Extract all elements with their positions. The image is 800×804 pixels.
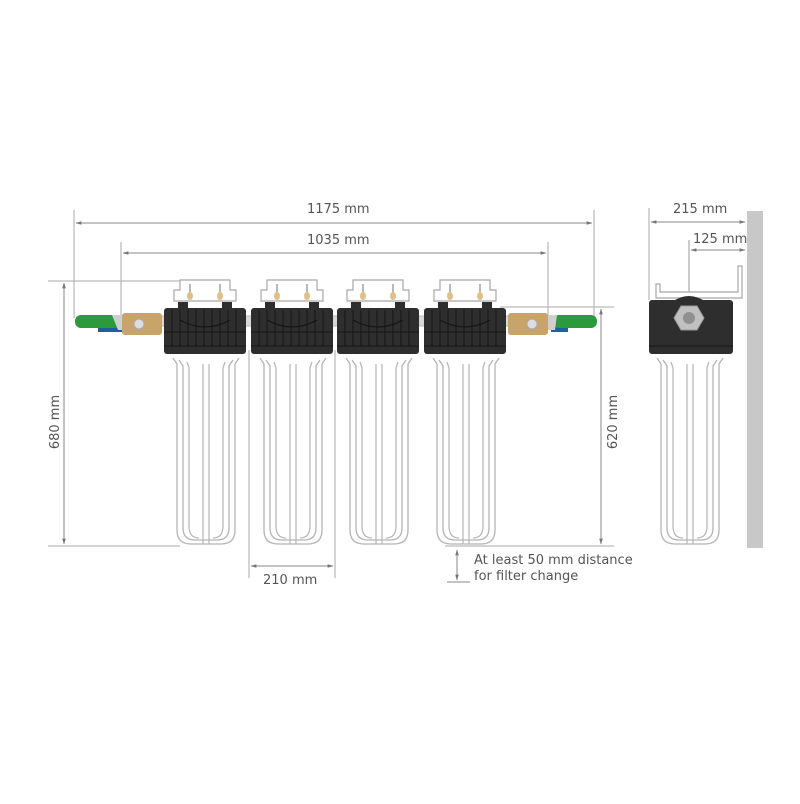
note-clearance-line2: for filter change: [474, 569, 579, 584]
filter-housing-3: [336, 279, 420, 545]
dim-overall-height: [48, 280, 180, 547]
dim-clearance: [447, 549, 470, 583]
label-housing-height: 620 mm: [606, 394, 621, 450]
filter-housing-2: [250, 279, 334, 545]
label-overall-width: 1175 mm: [307, 202, 370, 217]
side-view: [648, 208, 763, 548]
dim-filter-pitch: [248, 350, 336, 578]
label-inlet-outlet-spacing: 1035 mm: [307, 233, 370, 248]
label-wall-to-front: 215 mm: [673, 202, 728, 217]
outlet-valve: [508, 313, 597, 335]
filter-housing-4: [423, 279, 507, 545]
dim-overall-width: [73, 210, 595, 318]
inlet-valve: [75, 313, 162, 335]
note-clearance-line1: At least 50 mm distance: [474, 553, 633, 568]
label-wall-to-center: 125 mm: [693, 232, 748, 247]
label-overall-height: 680 mm: [48, 394, 63, 450]
label-filter-pitch: 210 mm: [263, 573, 318, 588]
wall: [747, 211, 763, 548]
filter-housing-1: [163, 279, 247, 545]
dim-inlet-outlet-spacing: [120, 242, 549, 318]
dim-housing-height: [445, 306, 614, 547]
